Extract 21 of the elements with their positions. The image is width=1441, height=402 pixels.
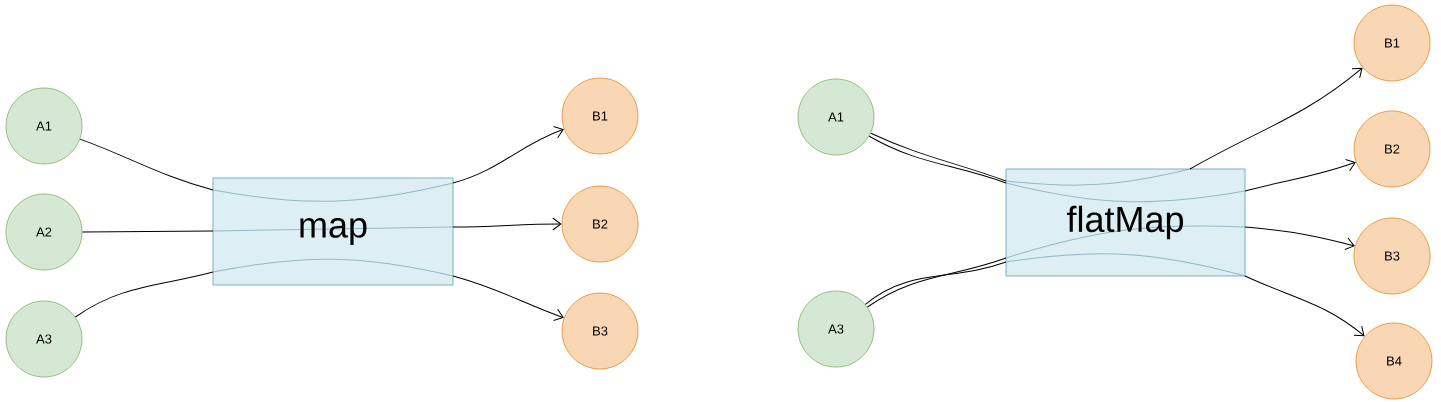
circle-node: A2 [5, 193, 83, 271]
arrow [1244, 226, 1355, 251]
arrow [1244, 159, 1356, 192]
arrow [1189, 67, 1363, 170]
circle-node: B3 [561, 292, 639, 370]
arrow [452, 275, 564, 321]
circle-node: B1 [1353, 4, 1431, 82]
circle-node: B2 [561, 185, 639, 263]
circle-node: A3 [797, 290, 875, 368]
arrow [1244, 275, 1365, 337]
circle-node: B4 [1355, 322, 1433, 400]
circle-node: B2 [1353, 110, 1431, 188]
circle-node: B1 [561, 77, 639, 155]
process-box: map [212, 177, 454, 286]
process-box: flatMap [1005, 168, 1246, 277]
arrow [452, 126, 564, 184]
circle-node: A1 [5, 87, 83, 165]
circle-node: A3 [5, 300, 83, 378]
arrow [452, 217, 562, 231]
circle-node: B3 [1353, 217, 1431, 295]
circle-node: A1 [797, 78, 875, 156]
